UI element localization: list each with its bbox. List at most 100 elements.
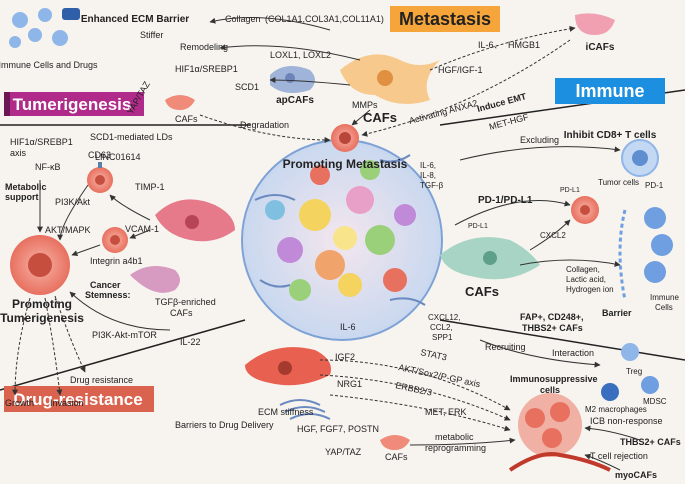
cd63-cell: [87, 162, 113, 193]
ecm-stiffness-label: ECM stiffness: [258, 407, 314, 417]
metastasis-badge: Metastasis: [390, 6, 500, 32]
akt-mapk-label: AKT/MAPK: [45, 225, 91, 235]
m2-cell: [601, 383, 619, 401]
nfkb-label: NF-κB: [35, 162, 61, 172]
arrow-recruiting: [479, 339, 601, 368]
arrow-collagen: [209, 17, 331, 31]
spp1-label: SPP1: [432, 333, 453, 342]
barrier-label: Barrier: [602, 308, 632, 318]
tgf-cafs-label-1: TGFβ-enriched: [155, 297, 216, 307]
drug-small-caf-cell: [380, 435, 410, 450]
scd1-lds-label: SCD1-mediated LDs: [90, 132, 173, 142]
tgf-cafs-cell: [130, 266, 180, 293]
cd63-label: CD63: [88, 150, 111, 160]
arrow-invasion: [44, 297, 63, 396]
immune-cells-label-1: Immune: [650, 293, 679, 302]
inhibit-cd8-label: Inhibit CD8+ T cells: [564, 130, 657, 141]
il6-label: IL-6、: [478, 40, 503, 50]
cd8-t-cell: [621, 139, 659, 177]
central-tumor-microenvironment: [241, 139, 443, 341]
mdsc-label: MDSC: [643, 397, 667, 406]
il-list-3: TGF-β: [420, 181, 444, 190]
arrow-pi3k-mtor: [69, 291, 171, 331]
induce-emt-label: Induce EMT: [476, 91, 528, 114]
icafs-cell: [575, 13, 615, 36]
hgf-list-label: HGF, FGF7, POSTN: [297, 424, 379, 434]
cafs-center-label: CAFs: [363, 110, 397, 125]
arrow-timp1: [109, 194, 151, 221]
immune-cells-label-2: Cells: [655, 303, 673, 312]
collagen-2-label: Lactic acid,: [566, 275, 606, 284]
hif-axis-label: HIF1α/SREBP1: [10, 137, 73, 147]
integrin-label: Integrin a4b1: [90, 256, 143, 266]
recruiting-label: Recruiting: [485, 342, 526, 352]
hgf-igf-label: HGF/IGF-1: [438, 65, 483, 75]
arrow-icafs: [429, 25, 576, 71]
arrow-erbb: [329, 394, 511, 432]
immune-cells-drugs-label: Immune Cells and Drugs: [0, 60, 98, 70]
arrow-apcafs: [269, 77, 351, 86]
loxl-label: LOXL1, LOXL2: [270, 50, 331, 60]
degradation-label: Degradation: [240, 120, 289, 130]
drug-il6-label: IL-6: [340, 322, 356, 332]
erbb-label: ERBB2/3: [395, 380, 433, 397]
promoting-tumerigenesis-cell: [10, 235, 70, 295]
collagen-types-label: (COL1A1,COL3A1,COL11A1): [265, 14, 384, 24]
growth-label: Growth: [5, 398, 34, 408]
interaction-label: Interaction: [552, 348, 594, 358]
drug-resistance-title: Drug-resistance: [13, 390, 142, 409]
pdl1-b-label: PD-L1: [468, 223, 488, 230]
arrow-remodeling: [219, 44, 361, 61]
metabolic-support-label-2: support: [5, 192, 39, 202]
m2-label: M2 macrophages: [585, 405, 647, 414]
ccl2-label: CCL2,: [430, 323, 453, 332]
scd1-label: SCD1: [235, 82, 259, 92]
vcam1-label: VCAM-1: [125, 224, 159, 234]
immune-caf-cell: [440, 237, 540, 280]
linc-label: LINC01614: [95, 152, 141, 162]
fap-label-1: FAP+, CD248+,: [520, 312, 584, 322]
promoting-tumerigenesis-label-1: Promoting: [12, 297, 72, 311]
cancer-stemness-label-1: Cancer: [90, 280, 121, 290]
drug-tumor-mass: [508, 393, 611, 472]
metastasis-title: Metastasis: [399, 9, 491, 29]
tgf-cafs-label-2: CAFs: [170, 308, 193, 318]
arrow-cafs-metastasis: [351, 109, 371, 126]
fap-label-2: THBS2+ CAFs: [522, 323, 583, 333]
immune-tumor-cell: [571, 196, 599, 224]
arrow-icb: [584, 425, 641, 441]
arrow-cafs-small: [199, 114, 331, 143]
arrow-excluding: [459, 146, 621, 161]
metabolic-support-label-1: Metabolic: [5, 182, 47, 192]
immune-badge: Immune: [555, 78, 665, 104]
cancer-stemness-label-2: Stemness:: [85, 290, 131, 300]
drug-resistance-note-label: Drug resistance: [70, 375, 133, 385]
met-erk-label: MET, ERK: [425, 407, 467, 417]
drug-resistance-badge: Drug-resistance: [4, 386, 154, 412]
arrow-icafs-metastasis: [361, 39, 571, 137]
il-list-1: IL-6,: [420, 161, 436, 170]
enhanced-barrier-label: Enhanced ECM Barrier: [81, 14, 189, 25]
arrow-barrier: [519, 259, 621, 267]
arrow-t-rejection: [584, 453, 621, 471]
immunosuppressive-label-1: Immunosuppressive: [510, 374, 598, 384]
thbs2-label: THBS2+ CAFs: [620, 437, 681, 447]
arrow-vcam1: [129, 229, 151, 239]
pi3k-mtor-label: PI3K-Akt-mTOR: [92, 330, 157, 340]
immunosuppressive-label-2: cells: [540, 385, 560, 395]
tumerigenesis-caf-cell: [155, 199, 235, 242]
axis-label: axis: [10, 148, 27, 158]
immune-cells-drugs-icon: [9, 8, 80, 48]
barriers-label: Barriers to Drug Delivery: [175, 420, 274, 430]
il-list-2: IL-8,: [420, 171, 436, 180]
stat3-label: STAT3: [420, 347, 448, 362]
timp1-label: TIMP-1: [135, 182, 165, 192]
nrg1-label: NRG1: [337, 379, 362, 389]
pi3k-akt-label: PI3K/Akt: [55, 197, 91, 207]
arrow-cxcl2: [529, 219, 571, 251]
icb-label: ICB non-response: [590, 416, 663, 426]
treg-label: Treg: [626, 367, 642, 376]
arrow-pi3k: [57, 184, 89, 241]
